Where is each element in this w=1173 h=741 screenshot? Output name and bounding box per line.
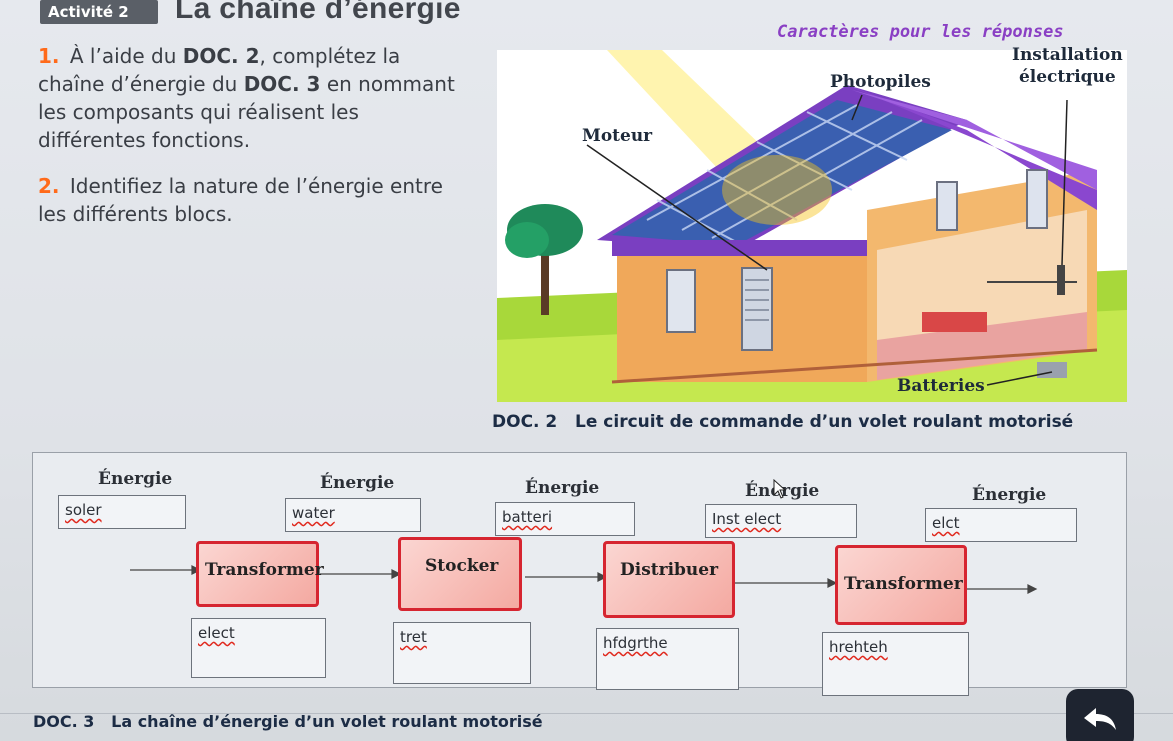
label-installation: Installation électrique (1012, 44, 1123, 88)
function-label: Stocker (425, 556, 499, 576)
function-label: Transformer (205, 560, 324, 580)
energy-answer-text: water (292, 504, 335, 522)
component-answer-text: tret (400, 628, 427, 646)
caption-text: Le circuit de commande d’un volet roulan… (575, 412, 1074, 432)
energy-title: Énergie (972, 485, 1047, 505)
doc2-caption: DOC. 2 Le circuit de commande d’un volet… (492, 412, 1073, 432)
label-photopiles: Photopiles (830, 72, 931, 92)
energy-title: Énergie (525, 478, 600, 498)
label-installation-line: Installation (1012, 45, 1123, 65)
energy-answer-text: Inst elect (712, 510, 782, 528)
energy-title: Énergie (98, 469, 173, 489)
energy-answer-text: elct (932, 514, 960, 532)
doc-reference: DOC. 3 (243, 72, 321, 96)
question-text: Identifiez la nature de l’énergie entre … (38, 174, 443, 226)
energy-answer-field[interactable]: soler (58, 495, 186, 529)
back-button[interactable] (1066, 689, 1134, 741)
component-answer-text: hrehteh (829, 638, 888, 656)
component-answer-field[interactable]: tret (393, 622, 531, 684)
caption-text: La chaîne d’énergie d’un volet roulant m… (111, 712, 543, 731)
question-1: 1. À l’aide du DOC. 2, complétez la chaî… (38, 42, 458, 154)
function-block-transformer: Transformer (196, 541, 324, 607)
function-label: Distribuer (620, 560, 719, 580)
doc-reference: DOC. 2 (182, 44, 260, 68)
energy-title: Énergie (320, 473, 395, 493)
function-label: Transformer (844, 574, 963, 594)
question-text: en nommant les composants qui réalisent … (38, 72, 455, 152)
house-illustration (497, 50, 1127, 402)
doc-reference: DOC. 2 (492, 412, 558, 432)
label-installation-line: électrique (1018, 67, 1116, 87)
doc3-caption: DOC. 3 La chaîne d’énergie d’un volet ro… (33, 712, 543, 731)
energy-answer-field[interactable]: water (285, 498, 421, 532)
page-title: La chaîne d’énergie (175, 0, 461, 25)
energy-answer-text: batteri (502, 508, 553, 526)
component-answer-field[interactable]: hrehteh (822, 632, 969, 696)
question-2: 2. Identifiez la nature de l’énergie ent… (38, 172, 458, 228)
function-block-stocker: Stocker (398, 537, 522, 611)
answer-characters-heading: Caractères pour les réponses (777, 22, 1064, 42)
energy-answer-text: soler (65, 501, 102, 519)
question-number: 2. (38, 174, 60, 198)
component-answer-text: hfdgrthe (603, 634, 668, 652)
activity-badge: Activité 2 (40, 0, 158, 24)
energy-answer-field[interactable]: batteri (495, 502, 635, 536)
label-moteur: Moteur (582, 126, 653, 146)
question-text: À l’aide du (69, 44, 177, 68)
energy-answer-field[interactable]: elct (925, 508, 1077, 542)
back-arrow-icon (1084, 708, 1116, 730)
function-block-transformer: Transformer (835, 545, 967, 625)
divider (0, 713, 1173, 714)
component-answer-text: elect (198, 624, 235, 642)
label-batteries: Batteries (897, 376, 985, 396)
energy-title: Énergie (745, 481, 820, 501)
component-answer-field[interactable]: elect (191, 618, 326, 678)
question-text: , complétez la chaîne d’énergie du (38, 44, 401, 96)
energy-answer-field[interactable]: Inst elect (705, 504, 857, 538)
doc-reference: DOC. 3 (33, 712, 95, 731)
question-number: 1. (38, 44, 60, 68)
function-block-distribuer: Distribuer (603, 541, 735, 618)
cursor-icon (773, 479, 787, 499)
component-answer-field[interactable]: hfdgrthe (596, 628, 739, 690)
